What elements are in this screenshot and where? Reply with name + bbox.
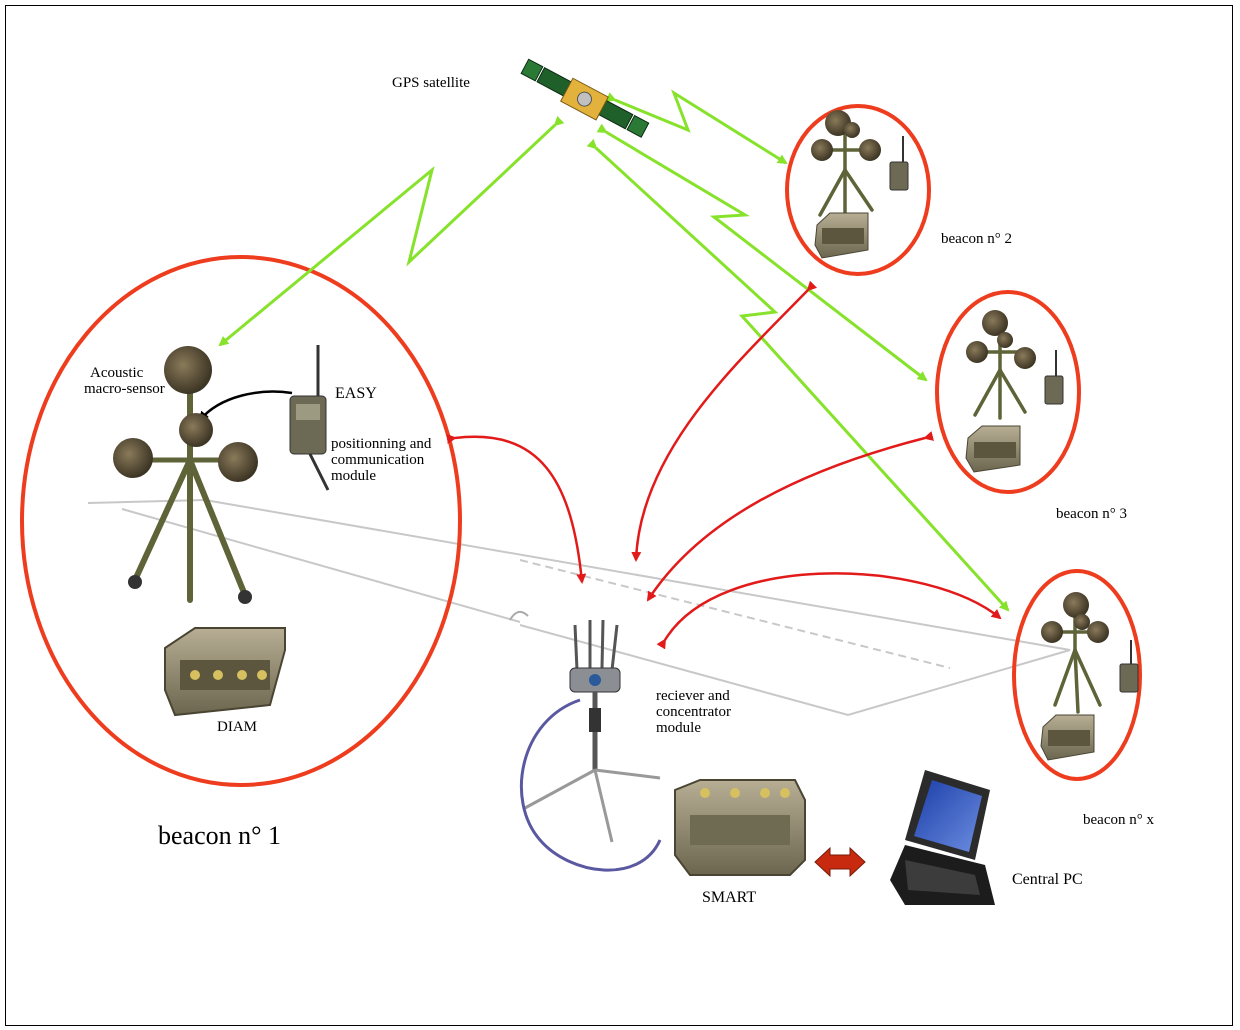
label-central-pc: Central PC [1012, 871, 1083, 888]
label-smart: SMART [702, 889, 757, 906]
label-diam: DIAM [217, 719, 257, 735]
label-receiver-line2: concentrator [656, 703, 731, 720]
diam-box-icon [164, 627, 286, 717]
gps-link-beacon-1 [218, 115, 565, 347]
smart-box-icon [674, 779, 806, 876]
label-positioning-line1: positionning and [331, 436, 432, 452]
laptop-icon [890, 770, 995, 905]
label-beacon-2: beacon n° 2 [941, 231, 1012, 247]
radio-link-beacon-1 [446, 433, 587, 584]
label-receiver-line1: reciever and [656, 688, 730, 704]
easy-to-sensor-arrow [198, 390, 293, 422]
acoustic-sensor-icon [113, 346, 258, 604]
smart-pc-double-arrow [814, 846, 866, 878]
radio-links [446, 280, 1002, 650]
label-receiver-module: reciever and concentrator module [656, 688, 731, 736]
label-acoustic-macro-sensor: Acoustic macro-sensor [84, 365, 165, 398]
beacon-x-equipment [1040, 592, 1139, 761]
radio-link-beacon-x [656, 572, 1002, 650]
easy-module-icon [289, 345, 330, 491]
diagram-frame [5, 5, 1233, 1026]
satellite-icon [520, 58, 650, 138]
antenna-tripod-icon [519, 619, 662, 872]
label-beacon-x: beacon n° x [1083, 812, 1154, 828]
label-easy: EASY [335, 385, 377, 402]
beacon-x-outline [1012, 569, 1142, 781]
label-beacon-3: beacon n° 3 [1056, 506, 1127, 522]
label-gps-satellite: GPS satellite [392, 75, 470, 91]
beacon-3-equipment [965, 310, 1064, 473]
beacon-2-equipment [811, 110, 909, 259]
label-acoustic-line1: Acoustic [90, 365, 144, 381]
radio-link-beacon-3 [646, 431, 934, 602]
label-beacon-1: beacon n° 1 [158, 821, 282, 850]
label-positioning-module: positionning and communication module [331, 436, 432, 484]
radio-link-beacon-2 [631, 280, 818, 562]
label-receiver-line3: module [656, 719, 701, 736]
label-positioning-line2: communication [331, 451, 425, 468]
label-acoustic-line2: macro-sensor [84, 380, 165, 397]
gps-link-beacon-x [586, 138, 1010, 612]
label-positioning-line3: module [331, 467, 376, 484]
